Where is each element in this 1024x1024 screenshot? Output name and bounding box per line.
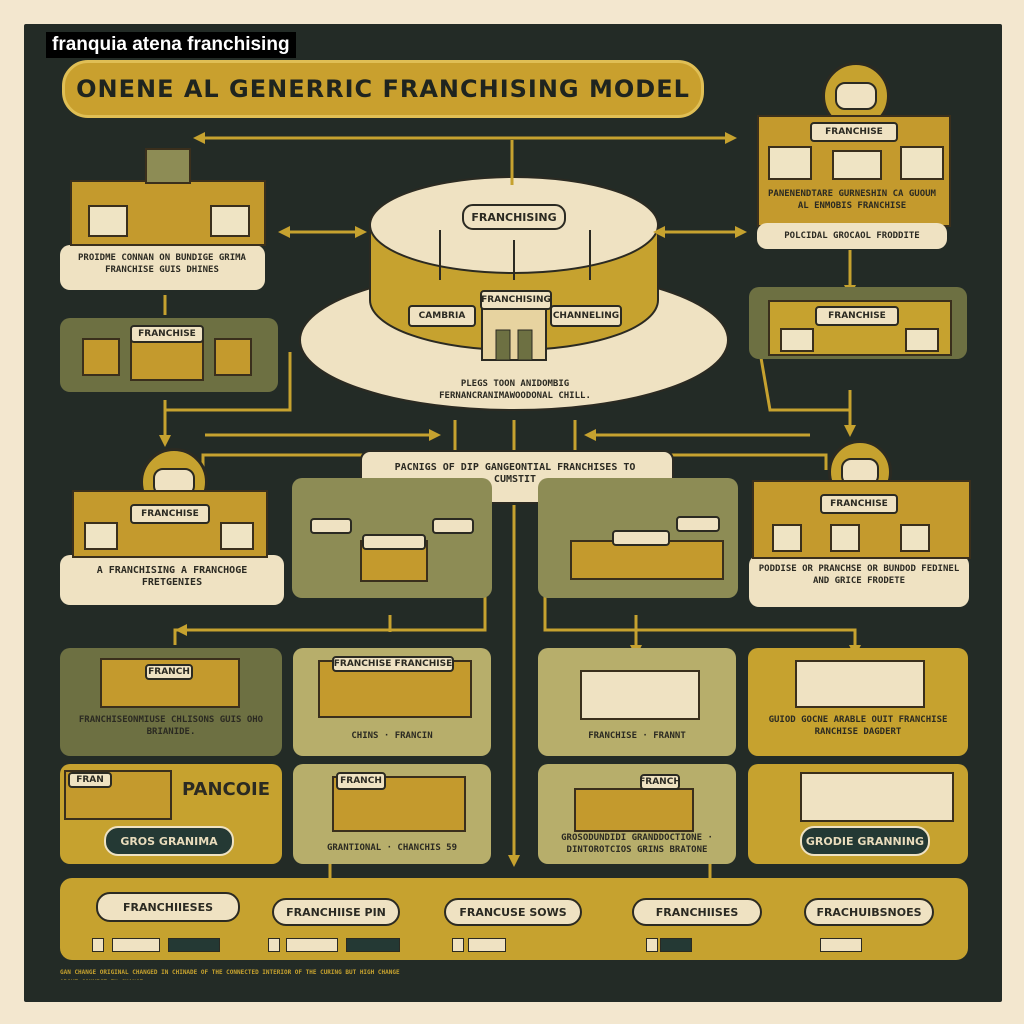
grid-row1-sign-1: FRANCH <box>145 664 193 680</box>
grid-row2-sign-1: FRAN <box>68 772 112 788</box>
bottom-label-2: FRANCHIISE PIN <box>272 898 400 926</box>
hub-left-sign: CAMBRIA <box>408 305 476 327</box>
hub-front-sign: FRANCHISING <box>480 290 552 310</box>
top-right-caption2: POLCIDAL GROCAOL FRODDITE <box>784 231 920 241</box>
bottom-label-1: FRANCHIIESES <box>96 892 240 922</box>
hub-top-sign: FRANCHISING <box>462 204 566 230</box>
left-mid-sign: FRANCHISE <box>130 325 204 343</box>
right-mid-sign: FRANCHISE <box>815 306 899 326</box>
grid-row2-sign-2: FRANCH <box>336 772 386 790</box>
top-left-card <box>60 245 265 290</box>
bottom-label-3: FRANCUSE SOWS <box>444 898 582 926</box>
grid-row2-brand-1: PANCOIE <box>181 779 271 800</box>
right-franchise-caption: PODDISE OR PRANCHSE OR BUNDOD FEDINEL AN… <box>758 564 960 586</box>
bottom-footer: GAN CHANGE ORIGINAL CHANGED IN CHINADE O… <box>60 969 400 980</box>
watermark: franquia atena franchising <box>46 32 296 58</box>
top-right-sign: FRANCHISE <box>810 122 898 142</box>
grid-row2-caption-3: GROSODUNDIDI GRANDDOCTIONE · DINTOROTCIO… <box>561 833 713 855</box>
left-franchise-caption: A FRANCHISING A FRANCHOGE FRETGENIES <box>96 565 248 588</box>
bottom-label-5: FRACHUIBSNOES <box>804 898 934 926</box>
grid-row1-caption-3: FRANCHISE · FRANNT <box>588 731 686 741</box>
right-franchise-sign: FRANCHISE <box>820 494 898 514</box>
grid-row2-pill-4: GRODIE GRANNING <box>800 826 930 856</box>
hub-right-sign: CHANNELING <box>550 305 622 327</box>
top-right-caption1: PANENENDTARE GURNESHIN CA GUOUM AL ENMOB… <box>768 189 936 211</box>
bottom-label-4: FRANCHIISES <box>632 898 762 926</box>
grid-row1-caption-4: GUIOD GOCNE ARABLE OUIT FRANCHISE RANCHI… <box>768 715 948 737</box>
hub-caption: PLEGS TOON ANIDOMBIG FERNANCRANIMAWOODON… <box>439 379 591 401</box>
top-left-caption: PROIDME CONNAN ON BUNDIGE GRIMA FRANCHIS… <box>78 253 246 275</box>
central-banner-text: PACNIGS OF DIP GANGEONTIAL FRANCHISES TO… <box>394 462 636 485</box>
title-banner: ONENE AL GENERRIC FRANCHISING MODEL <box>62 60 704 118</box>
grid-row1-sign-2: FRANCHISE FRANCHISE <box>332 656 454 672</box>
grid-row2-caption-2: GRANTIONAL · CHANCHIS 59 <box>326 843 458 853</box>
grid-row1-caption-1: FRANCHISEONMIUSE CHLISONS GUIS OHO BRIAN… <box>78 715 264 737</box>
top-left-roof <box>145 148 191 184</box>
right-franchise-card <box>749 555 969 607</box>
grid-row1-caption-2: CHINS · FRANCIN <box>351 731 433 741</box>
left-franchise-sign: FRANCHISE <box>130 504 210 524</box>
top-right-caption-card <box>757 223 947 249</box>
center-left-sign <box>362 534 426 550</box>
left-franchise-card <box>60 555 284 605</box>
grid-row2-pill-1: GROS GRANIMA <box>104 826 234 856</box>
grid-row2-sign-3: FRANCH <box>640 774 680 790</box>
